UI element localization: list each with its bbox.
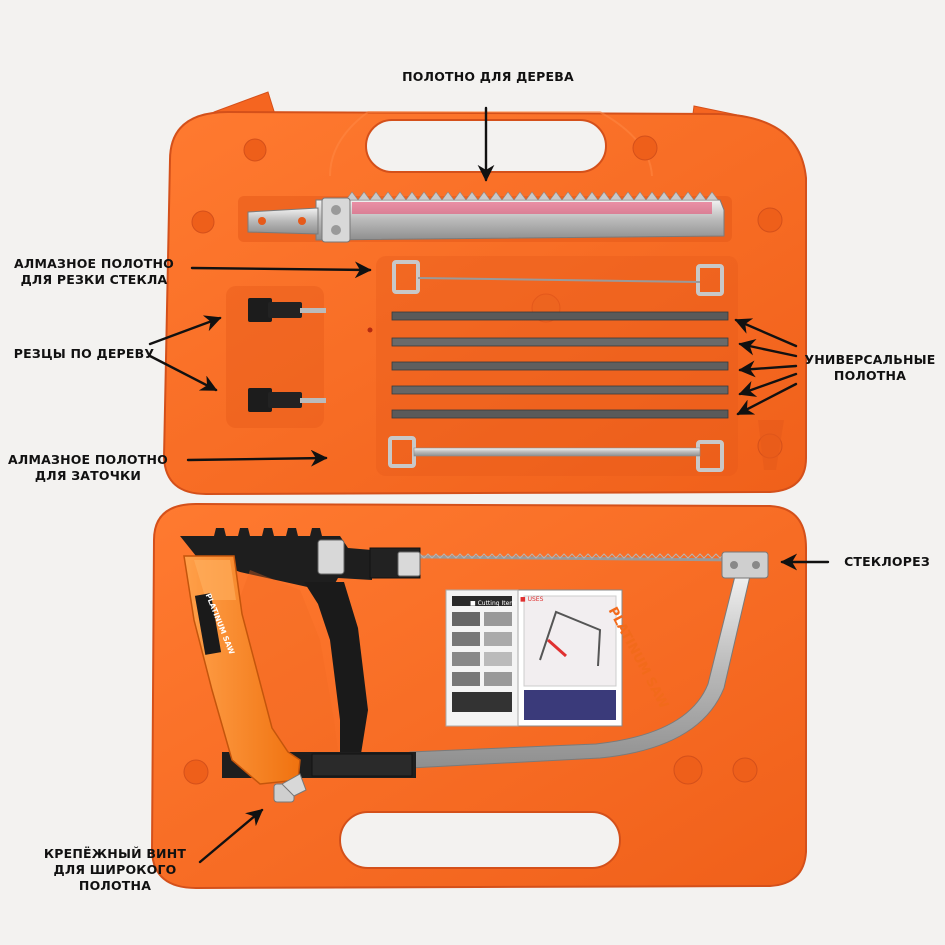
arrow-universal-4 xyxy=(738,372,798,397)
wood-cutter-1 xyxy=(248,298,326,322)
wing-screw xyxy=(273,773,307,803)
arrow-wing-screw xyxy=(198,808,264,864)
arrow-diamond-glass xyxy=(190,261,372,279)
label-wing-screw: КРЕПЁЖНЫЙ ВИНТ ДЛЯ ШИРОКОГО ПОЛОТНА xyxy=(40,846,190,894)
label-wing-screw-line3: ПОЛОТНА xyxy=(78,878,152,893)
arrow-universal-3 xyxy=(738,360,798,378)
diamond-glass-blade xyxy=(392,260,724,296)
glass-cutter-head xyxy=(721,551,769,579)
arrow-cutter-2 xyxy=(148,354,218,392)
saw-handle xyxy=(183,555,301,785)
arrow-universal-2 xyxy=(738,338,798,358)
label-wing-screw-line1: КРЕПЁЖНЫЙ ВИНТ xyxy=(43,846,187,861)
label-diamond-glass-blade: АЛМАЗНОЕ ПОЛОТНО ДЛЯ РЕЗКИ СТЕКЛА xyxy=(8,256,180,288)
label-wood-blade: ПОЛОТНО ДЛЯ ДЕРЕВА xyxy=(388,69,588,85)
arrow-universal-5 xyxy=(736,382,798,416)
label-wing-screw-line2: ДЛЯ ШИРОКОГО xyxy=(53,862,177,877)
universal-blades xyxy=(391,311,729,419)
label-diamond-sharp-line1: АЛМАЗНОЕ ПОЛОТНО xyxy=(8,452,168,467)
arrow-diamond-sharp xyxy=(186,449,328,467)
diamond-sharpening-blade xyxy=(388,436,724,472)
package-tag-uses: ■ USES xyxy=(520,596,544,603)
case-base xyxy=(150,502,807,890)
annotation-arrows xyxy=(148,106,830,864)
carry-handle-bottom xyxy=(339,811,621,869)
label-universal-blades: УНИВЕРСАЛЬНЫЕ ПОЛОТНА xyxy=(800,352,940,384)
label-diamond-glass-line2: ДЛЯ РЕЗКИ СТЕКЛА xyxy=(20,272,168,287)
wood-cutter-2 xyxy=(248,388,326,412)
label-glass-cutter-line1: СТЕКЛОРЕЗ xyxy=(844,554,930,569)
arrow-cutter-1 xyxy=(148,315,222,346)
label-glass-cutter: СТЕКЛОРЕЗ xyxy=(832,554,942,570)
label-universal-line1: УНИВЕРСАЛЬНЫЕ xyxy=(804,352,936,367)
label-diamond-glass-line1: АЛМАЗНОЕ ПОЛОТНО xyxy=(14,256,174,271)
label-wood-blade-line1: ПОЛОТНО ДЛЯ ДЕРЕВА xyxy=(402,69,574,84)
package-card xyxy=(445,589,623,727)
label-wood-cutters: РЕЗЦЫ ПО ДЕРЕВУ xyxy=(6,346,162,362)
arrow-universal-1 xyxy=(734,318,798,348)
label-diamond-sharp-line2: ДЛЯ ЗАТОЧКИ xyxy=(34,468,142,483)
label-diamond-sharp-blade: АЛМАЗНОЕ ПОЛОТНО ДЛЯ ЗАТОЧКИ xyxy=(2,452,174,484)
label-universal-line2: ПОЛОТНА xyxy=(833,368,907,383)
wood-blade xyxy=(247,191,725,243)
package-tag-cutting: ■ Cutting Item xyxy=(470,600,516,607)
case-lid xyxy=(162,91,807,496)
label-wood-cutters-line1: РЕЗЦЫ ПО ДЕРЕВУ xyxy=(13,346,155,361)
